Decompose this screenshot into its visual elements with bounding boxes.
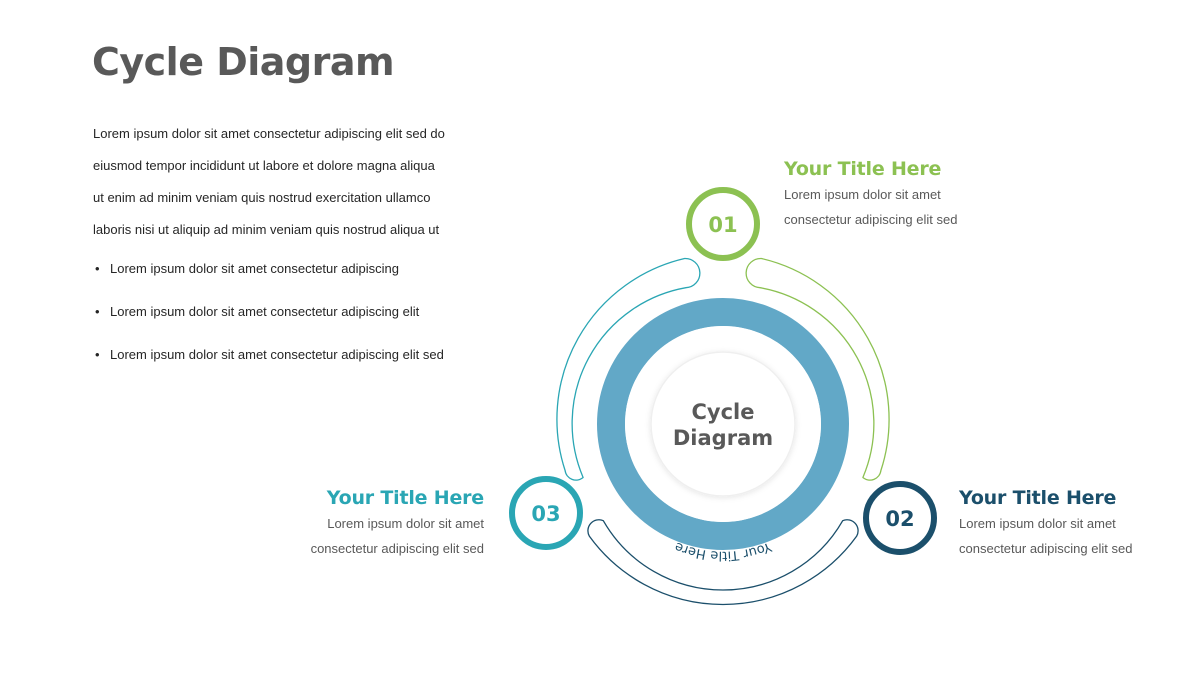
bullet-item: Lorem ipsum dolor sit amet consectetur a… — [93, 341, 444, 384]
step-number-3: 03 — [531, 502, 560, 526]
step-heading-2: Your Title Here — [959, 487, 1117, 509]
arc-segment-1 — [745, 257, 890, 481]
arc-segment-2 — [587, 519, 859, 606]
step-heading-1: Your Title Here — [784, 158, 942, 180]
step-text-2-line1: Lorem ipsum dolor sit amet — [959, 516, 1116, 531]
step-text-1-line1: Lorem ipsum dolor sit amet — [784, 187, 941, 202]
central-ring — [597, 298, 849, 550]
step-text-3-line1: Lorem ipsum dolor sit amet — [327, 516, 484, 531]
center-label-line1: Cycle — [692, 400, 755, 424]
intro-line: ut enim ad minim veniam quis nostrud exe… — [93, 190, 431, 205]
intro-line: laboris nisi ut aliquip ad minim veniam … — [93, 222, 440, 237]
arc-segment-3 — [556, 257, 701, 481]
intro-paragraph: Lorem ipsum dolor sit amet consectetur a… — [93, 118, 493, 246]
center-label-line2: Diagram — [673, 426, 773, 450]
bullet-item: Lorem ipsum dolor sit amet consectetur a… — [93, 255, 444, 298]
step-text-2-line2: consectetur adipiscing elit sed — [959, 541, 1133, 556]
step-text-1: Lorem ipsum dolor sit amet consectetur a… — [784, 182, 957, 232]
intro-line: eiusmod tempor incididunt ut labore et d… — [93, 158, 435, 173]
step-circle-1 — [686, 187, 760, 261]
step-text-1-line2: consectetur adipiscing elit sed — [784, 212, 958, 227]
step-text-3: Lorem ipsum dolor sit amet consectetur a… — [311, 511, 484, 561]
intro-line: Lorem ipsum dolor sit amet consectetur a… — [93, 126, 445, 141]
page-title: Cycle Diagram — [92, 40, 395, 84]
step-number-2: 02 — [885, 507, 914, 531]
step-block-3: Your Title Here Lorem ipsum dolor sit am… — [311, 487, 485, 561]
step-number-1: 01 — [708, 213, 737, 237]
step-heading-3: Your Title Here — [326, 487, 484, 509]
step-text-3-line2: consectetur adipiscing elit sed — [310, 541, 484, 556]
step-block-2: Your Title Here Lorem ipsum dolor sit am… — [959, 487, 1132, 561]
step-circle-2 — [863, 481, 937, 555]
bullet-list: Lorem ipsum dolor sit amet consectetur a… — [93, 255, 444, 384]
step-circle-3 — [509, 476, 583, 550]
bullet-item: Lorem ipsum dolor sit amet consectetur a… — [93, 298, 444, 341]
step-block-1: Your Title Here Lorem ipsum dolor sit am… — [784, 158, 957, 232]
center-disc — [650, 351, 796, 497]
step-text-2: Lorem ipsum dolor sit amet consectetur a… — [959, 511, 1132, 561]
